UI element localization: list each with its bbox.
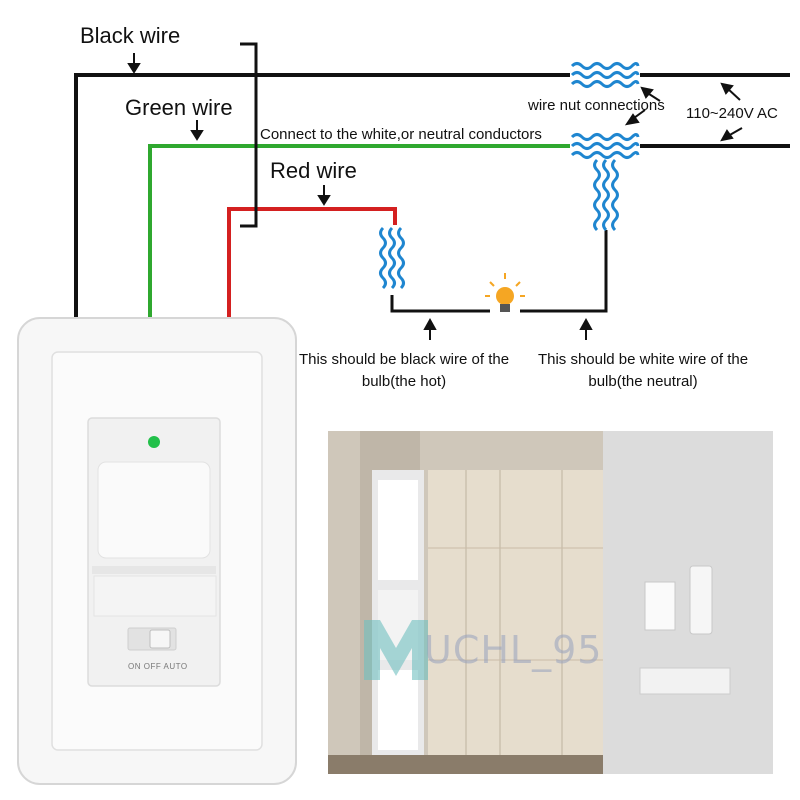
wire-group-bracket	[240, 42, 258, 228]
wire-nut-top	[570, 62, 640, 88]
connect-neutral-label: Connect to the white,or neutral conducto…	[260, 126, 542, 143]
sensor-divider	[92, 566, 216, 574]
watermark-logo	[364, 620, 428, 680]
wire-nut-connections-label: wire nut connections	[528, 97, 665, 114]
green-wire-label: Green wire	[125, 95, 233, 120]
red-wire	[227, 207, 397, 320]
green-wire	[148, 144, 570, 320]
black-wire-label: Black wire	[80, 23, 181, 48]
wire-nut-vertical-right	[593, 158, 619, 232]
voltage-label: 110~240V AC	[686, 105, 778, 122]
pir-lens	[97, 461, 211, 559]
room-photo	[328, 431, 773, 774]
white-bulb-note: This should be white wire of the bulb(th…	[537, 351, 749, 390]
bulb-neutral-wire	[520, 230, 608, 313]
slider-knob	[149, 629, 171, 649]
label-arrows	[127, 53, 743, 340]
wire-nut-neutral	[570, 133, 640, 159]
wire-nut-red	[379, 226, 405, 290]
black-wire	[74, 73, 570, 320]
watermark-text: UCHL_95	[424, 628, 603, 672]
indicator-led	[148, 436, 160, 448]
bulb-hot-wire	[390, 295, 490, 313]
motion-sensor-switch	[17, 317, 297, 785]
switch-lower-panel	[93, 575, 217, 617]
switch-mode-labels: ON OFF AUTO	[128, 662, 188, 671]
red-wire-label: Red wire	[270, 158, 357, 183]
lightbulb-icon	[485, 273, 525, 312]
black-bulb-note: This should be black wire of the bulb(th…	[298, 351, 510, 390]
